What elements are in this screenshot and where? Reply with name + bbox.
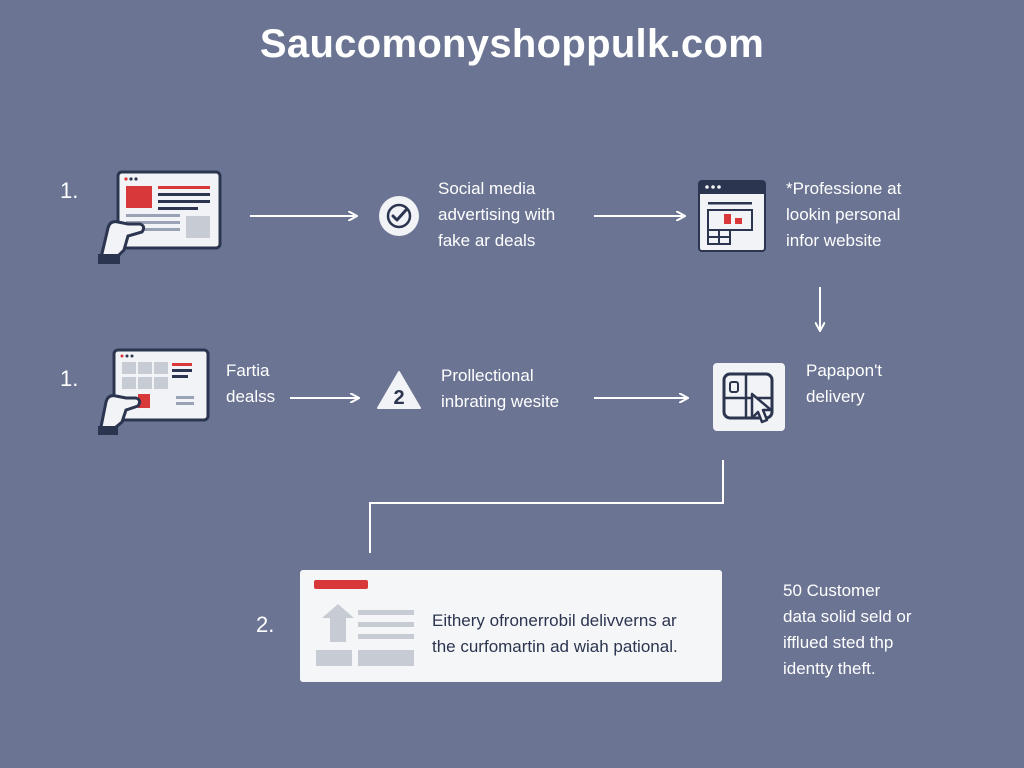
step-number: 1. [60, 178, 79, 203]
step-label-identity-theft: 50 Customer data solid seld or ifflued s… [783, 581, 912, 678]
step-number: 2. [256, 612, 275, 637]
step-number: 1. [60, 366, 79, 391]
tablet-hand-icon [98, 348, 212, 436]
click-cursor-icon [712, 362, 786, 432]
elbow-connector [369, 460, 724, 553]
checkmark-circle-icon [377, 194, 421, 238]
browser-window-icon [698, 180, 766, 252]
step-label-professional-website: *Professione at lookin personal infor we… [786, 179, 902, 250]
step-label-fake-deals: Fartia dealss [226, 361, 276, 406]
tablet-hand-icon [98, 170, 224, 266]
info-card-text: Eithery ofronerrobil delivverns ar the c… [432, 611, 678, 656]
warning-badge-number: 2 [393, 387, 404, 409]
step-label-social-media: Social media advertising with fake ar de… [438, 179, 556, 250]
step-label-imitating-website: Prollectional inbrating wesite [441, 366, 560, 411]
step-label-delivery: Papapon't delivery [806, 361, 883, 406]
warning-triangle-icon: 2 [376, 370, 422, 410]
info-card: Eithery ofronerrobil delivverns ar the c… [300, 570, 722, 682]
upload-document-icon [314, 580, 414, 666]
page-title: Saucomonyshoppulk.com [259, 22, 765, 66]
